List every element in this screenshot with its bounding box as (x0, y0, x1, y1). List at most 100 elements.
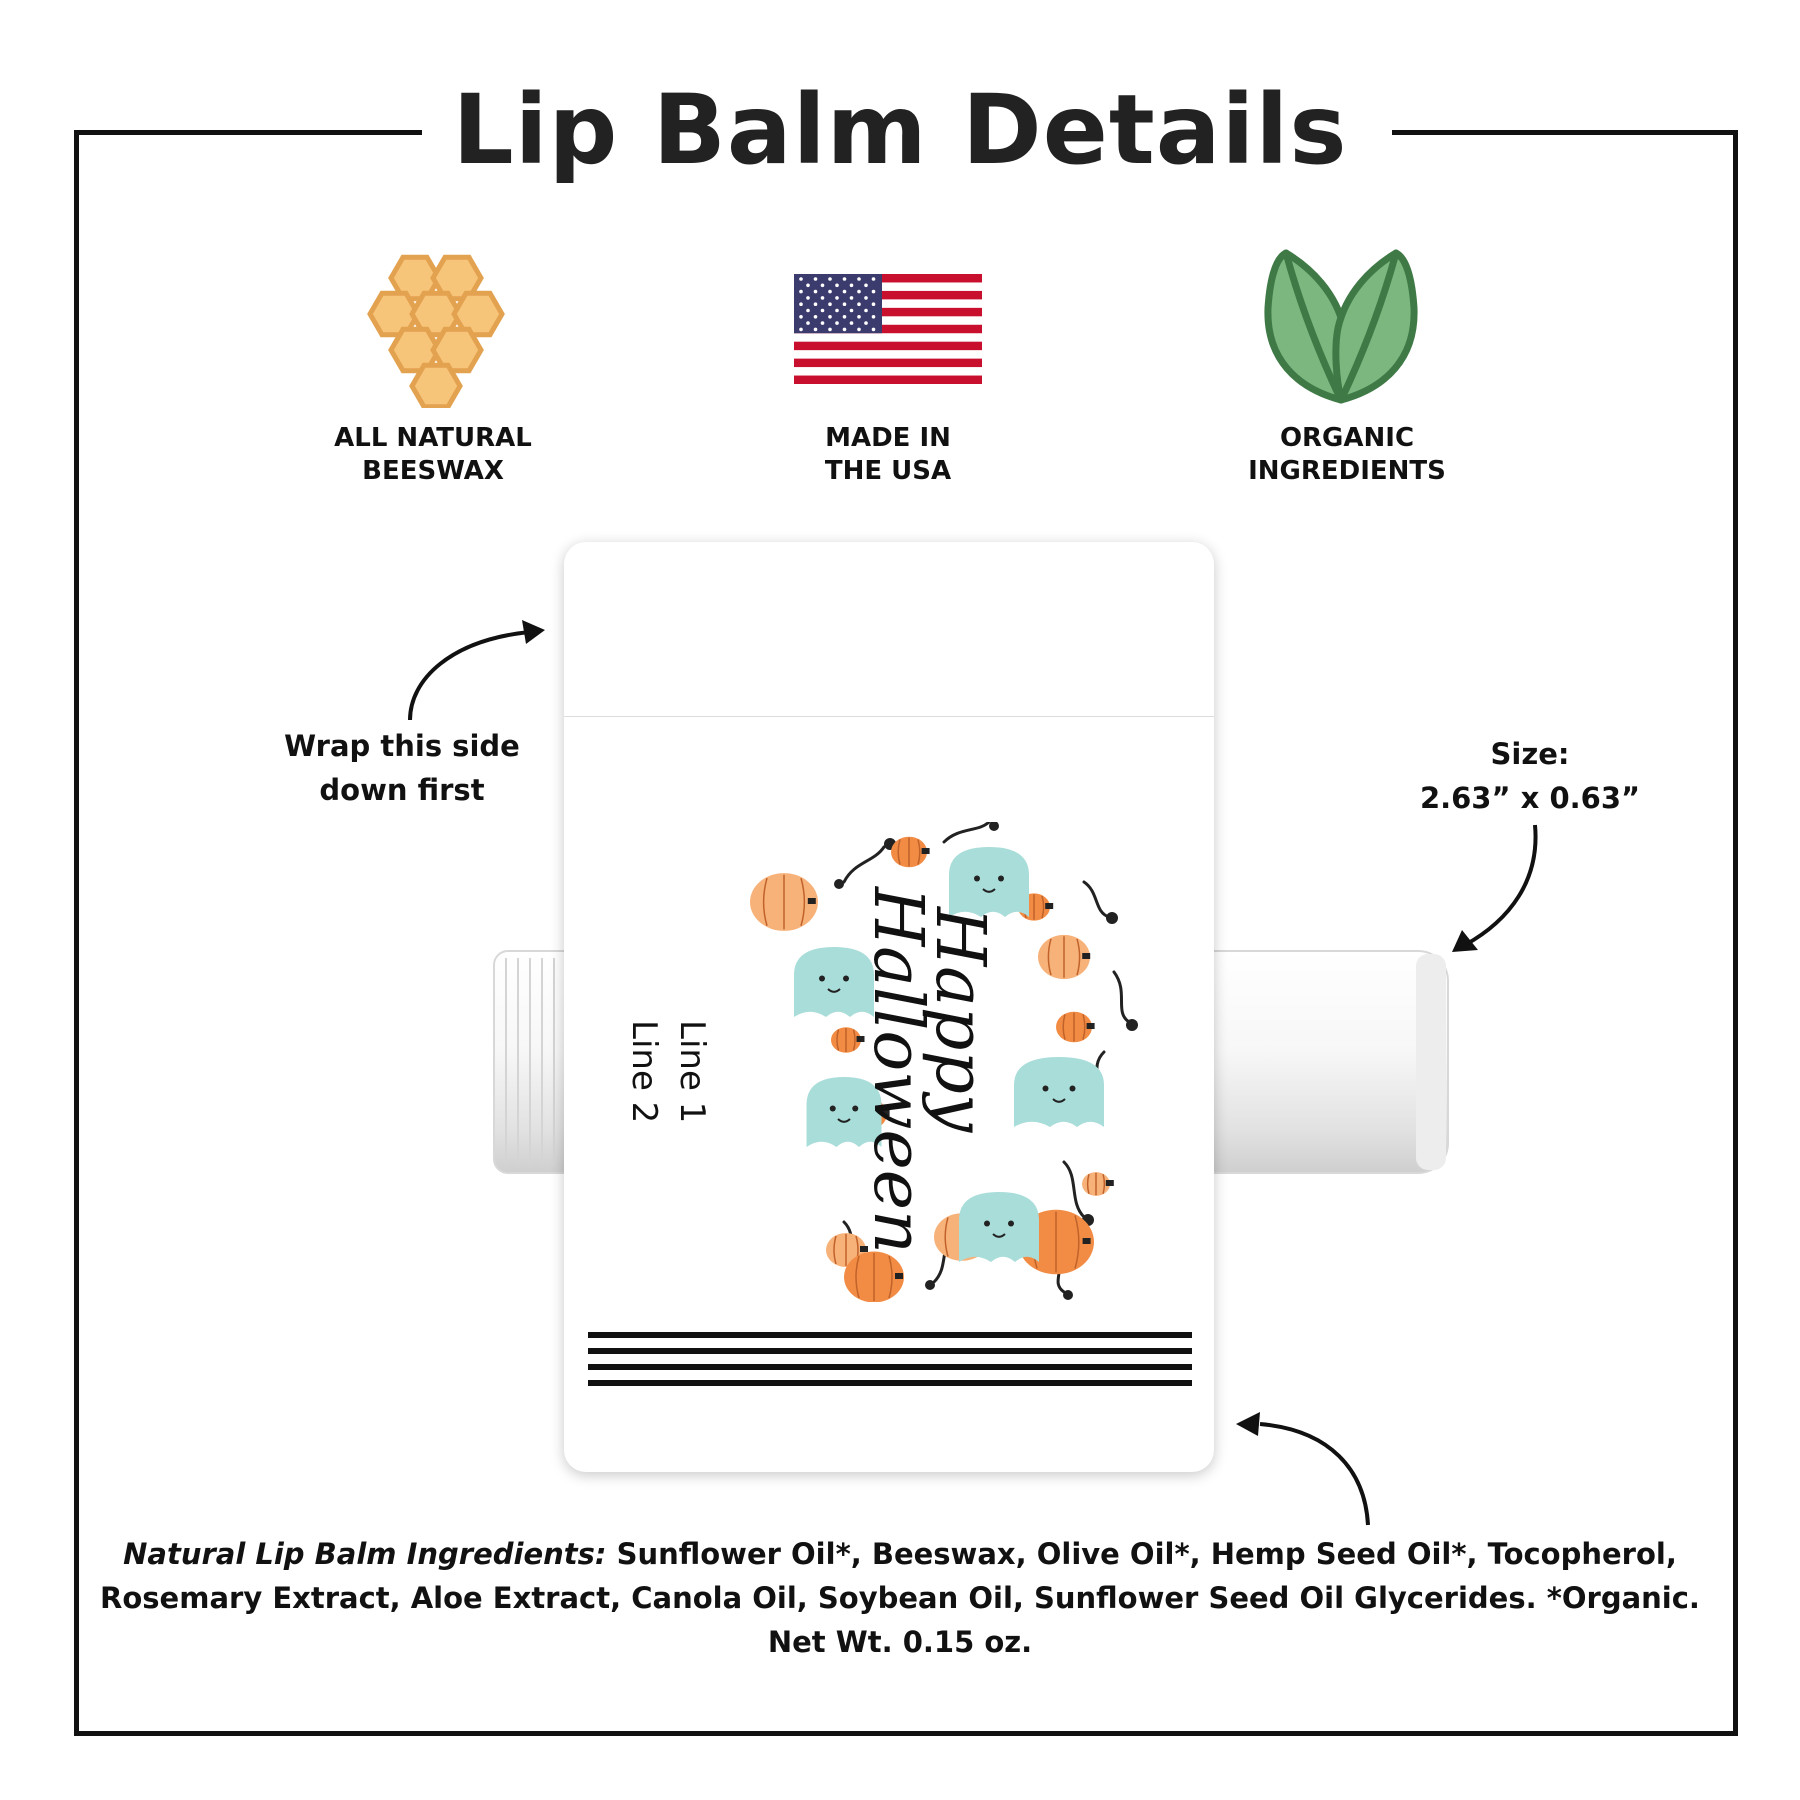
flag-star (864, 321, 868, 325)
ghost (949, 847, 1029, 917)
ingredients-text: Natural Lip Balm Ingredients: Sunflower … (100, 1532, 1700, 1664)
ghost-smile (837, 1118, 851, 1123)
flag-stripe (794, 350, 982, 360)
flag-star (820, 321, 825, 325)
ingredients-heading: Natural Lip Balm Ingredients: (123, 1537, 607, 1571)
flag-star (864, 308, 868, 313)
flag-star (806, 283, 810, 288)
pumpkin-stem (860, 1246, 868, 1252)
ghost (794, 947, 874, 1017)
ghost-smile (982, 888, 996, 893)
pumpkin-stem (856, 1036, 865, 1042)
flag-stripe (794, 341, 982, 351)
flag-star (813, 315, 818, 319)
flag-star (857, 302, 861, 306)
flag-stripe (794, 282, 982, 292)
flag-star (806, 321, 810, 325)
stripe-arrow-icon (1236, 1412, 1370, 1526)
ghost-eye (852, 1105, 859, 1112)
pumpkin-stem (921, 848, 930, 854)
wrap-callout: Wrap this side down first (284, 729, 520, 807)
pumpkin-stem (1045, 903, 1054, 909)
flag-star (842, 277, 847, 281)
frame-top-left (74, 130, 422, 135)
ghost-eye (843, 975, 849, 982)
flag-stripe (794, 274, 982, 283)
flag-stripe (794, 307, 982, 317)
flag-stripe (794, 324, 982, 334)
flag-star (806, 308, 810, 313)
custom-line-2: Line 2 (624, 1020, 664, 1124)
flag-stripe (794, 375, 982, 385)
ghost-smile (992, 1233, 1006, 1238)
flag-star (842, 315, 847, 319)
flag-star (813, 277, 818, 281)
pumpkin-stem (1082, 1238, 1091, 1244)
size-arrow-icon (1452, 824, 1538, 952)
flag-star (835, 321, 839, 325)
ghost-eye (998, 875, 1004, 882)
flag-star (820, 283, 825, 288)
barcode-stripe-2 (588, 1348, 1192, 1354)
ghost-eye (974, 875, 980, 882)
pumpkin-stem (1086, 1023, 1095, 1029)
flag-star (871, 327, 876, 332)
flag-stripe (794, 333, 982, 343)
flag-star (835, 283, 839, 288)
flag-star (828, 315, 832, 319)
flag-star (857, 277, 861, 281)
flag-star (842, 327, 847, 332)
ingredients-list: Sunflower Oil*, Beeswax, Olive Oil*, Hem… (100, 1537, 1700, 1659)
pumpkin-stem (1105, 1180, 1114, 1186)
flag-stripe (794, 299, 982, 309)
flag-star (799, 302, 803, 306)
flag-star (857, 327, 861, 332)
feature-organic-label: ORGANIC INGREDIENTS (1248, 423, 1446, 486)
feature-beeswax-label: ALL NATURAL BEESWAX (334, 423, 532, 486)
flag-star (799, 327, 803, 332)
page-title: Lip Balm Details (452, 74, 1348, 186)
honeycomb-icon (355, 248, 515, 410)
feature-usa-label: MADE IN THE USA (824, 423, 952, 486)
flag-star (857, 289, 861, 294)
flag-star (835, 296, 839, 300)
barcode-stripe-4 (588, 1380, 1192, 1386)
flag-star (849, 296, 854, 300)
pumpkin-rib (1086, 1172, 1106, 1196)
flag-stripe (794, 316, 982, 326)
flag-star (799, 277, 803, 281)
flag-star (871, 315, 876, 319)
flag-stripe (794, 290, 982, 300)
wrap-fold-line (564, 716, 1214, 717)
pumpkin-stem (807, 898, 816, 904)
ghost-smile (827, 988, 841, 993)
flag-star (849, 283, 854, 288)
flag-star (828, 302, 832, 306)
barcode-stripe-3 (588, 1364, 1192, 1370)
frame-left (74, 130, 79, 1736)
frame-top-right (1392, 130, 1738, 135)
honeycomb-cell (409, 362, 463, 410)
flag-star (842, 289, 847, 294)
pumpkin-stem (1082, 953, 1091, 959)
pumpkin-rib (1062, 1012, 1086, 1042)
ghost (959, 1192, 1039, 1262)
flag-star (849, 321, 854, 325)
pumpkin-rib (855, 1253, 893, 1301)
flag-star (842, 302, 847, 306)
pumpkin-rib (1047, 936, 1081, 978)
flag-star (806, 296, 810, 300)
pumpkin-stem (895, 1273, 903, 1279)
honeycomb-cell (451, 290, 505, 338)
pumpkin-rib (762, 874, 806, 930)
flag-star (849, 308, 854, 313)
halloween-artwork (744, 820, 1164, 1303)
ghost (1014, 1057, 1104, 1127)
flag-star (864, 283, 868, 288)
flag-star (820, 296, 825, 300)
ghost-eye (984, 1220, 990, 1227)
ghost (806, 1077, 882, 1147)
flag-star (828, 327, 832, 332)
pumpkin-rib (897, 837, 921, 867)
flag-star (828, 289, 832, 294)
